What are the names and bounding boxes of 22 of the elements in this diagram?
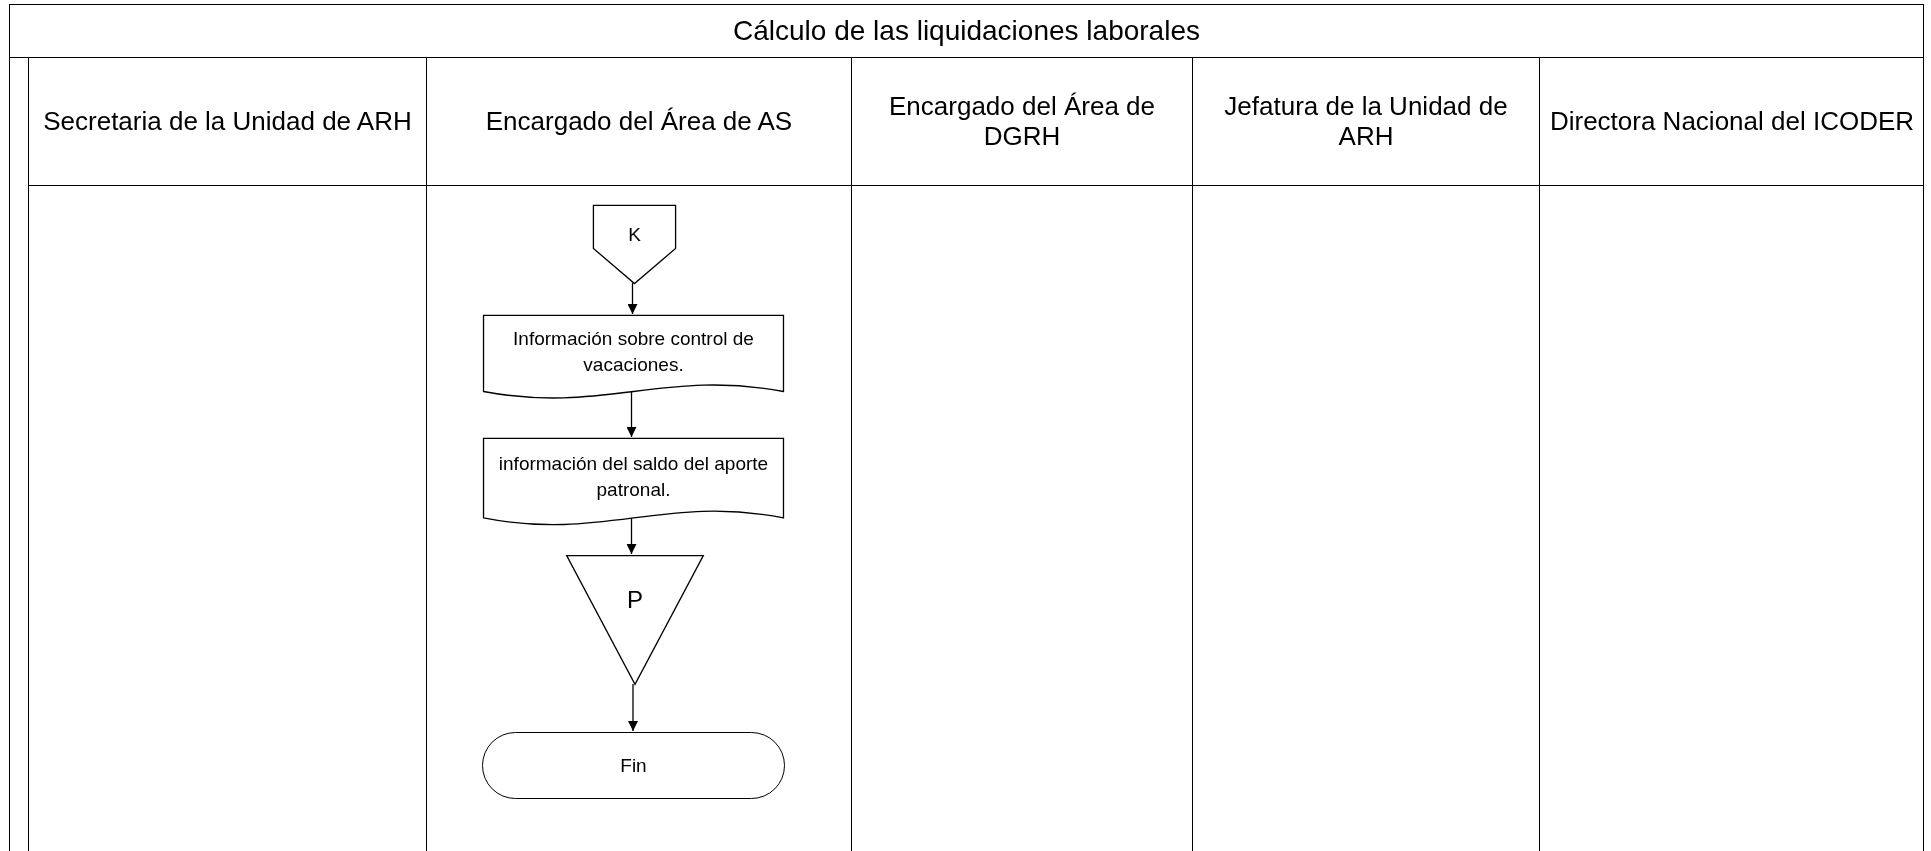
triangle-shape	[566, 555, 704, 685]
arrow	[626, 516, 637, 555]
swimlane	[1192, 58, 1539, 851]
arrow	[628, 683, 638, 732]
node-label: K	[627, 222, 642, 247]
swimlane	[1539, 58, 1924, 851]
node-label: Fin	[619, 753, 648, 778]
node-label: Información sobre control de vacaciones.	[512, 327, 755, 377]
lane-heading: Encargado del Área de AS	[485, 106, 793, 137]
swimlane-pool	[9, 4, 1924, 851]
node-label: P	[626, 584, 644, 615]
node-label: información del saldo del aporte patronal.	[497, 452, 770, 502]
swimlane	[426, 58, 851, 851]
lane-heading: Secretaria de la Unidad de ARH	[43, 106, 412, 137]
arrow	[627, 282, 638, 315]
swimlane	[851, 58, 1192, 851]
lane-heading: Encargado del Área de DGRH	[888, 91, 1156, 152]
pool-title: Cálculo de las liquidaciones laborales	[733, 14, 1200, 48]
lane-heading: Jefatura de la Unidad de ARH	[1223, 91, 1509, 152]
lane-heading: Directora Nacional del ICODER	[1549, 106, 1915, 137]
off-page-connector	[593, 205, 676, 284]
swimlane	[28, 58, 426, 851]
